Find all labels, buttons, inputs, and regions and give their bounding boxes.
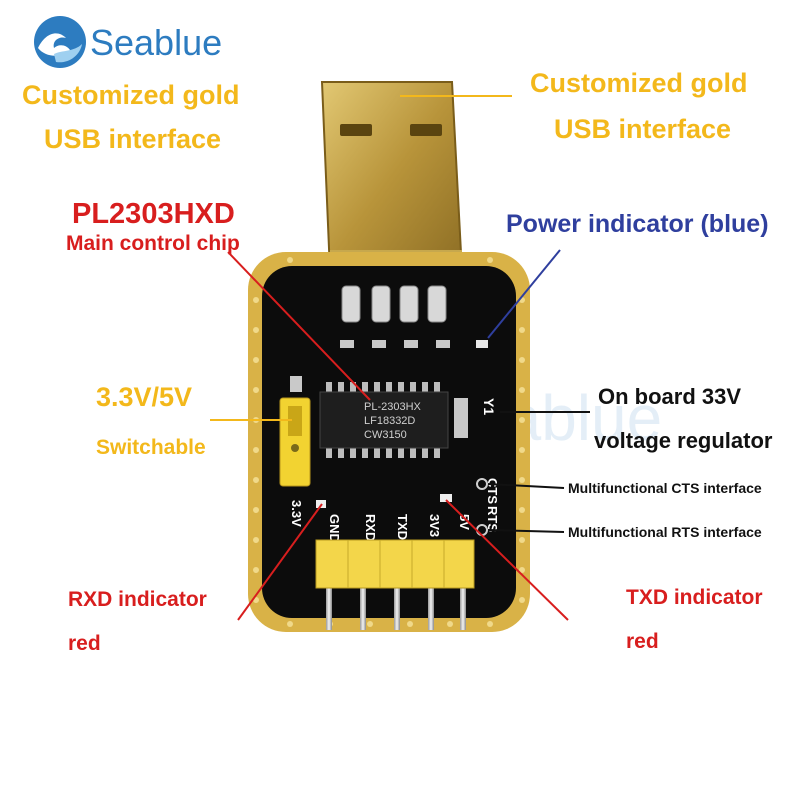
voltage-jumper	[279, 397, 311, 487]
rxd-label-line2: red	[68, 632, 101, 655]
usb-left-label-line2: USB interface	[44, 124, 222, 154]
chip-marking-1: PL-2303HX	[364, 401, 422, 413]
usb-plug	[320, 81, 464, 274]
rxd-label-line1: RXD indicator	[68, 588, 207, 611]
switch-label-line2: Switchable	[96, 436, 206, 459]
power-indicator-label: Power indicator (blue)	[506, 210, 769, 238]
pcb-board: PL-2303HX LF18332D CW3150 Y1 CTS RTS 3.3…	[248, 252, 530, 632]
txd-label-line2: red	[626, 630, 659, 653]
pin-label-5v: 5V	[457, 514, 472, 530]
regulator-label-line1: On board 33V	[598, 384, 742, 409]
jumper-silkscreen: 3.3V	[289, 500, 304, 527]
brand-name: Seablue	[90, 22, 223, 63]
pin-label-gnd: GND	[327, 514, 342, 543]
pin-label-3v3: 3V3	[427, 514, 442, 537]
callout-lines	[210, 95, 590, 621]
switch-label-line1: 3.3V/5V	[96, 382, 193, 412]
chip-title-label: PL2303HXD	[72, 198, 235, 230]
regulator-label-line2: voltage regulator	[594, 428, 773, 453]
pin-label-txd: TXD	[395, 514, 410, 540]
power-led	[476, 340, 488, 348]
usb-left-label-line1: Customized gold	[22, 80, 240, 110]
regulator-silkscreen: Y1	[481, 398, 497, 415]
cts-pad	[476, 478, 488, 490]
pin-header	[315, 539, 475, 630]
cts-label: Multifunctional CTS interface	[568, 480, 762, 496]
rts-label: Multifunctional RTS interface	[568, 524, 762, 540]
chip-marking-2: LF18332D	[364, 415, 415, 427]
usb-right-label-line1: Customized gold	[530, 68, 748, 98]
txd-label-line1: TXD indicator	[626, 586, 763, 609]
cts-silkscreen: CTS	[485, 478, 500, 504]
main-chip: PL-2303HX LF18332D CW3150	[319, 382, 449, 458]
wave-logo-icon	[34, 16, 86, 68]
pin-label-rxd: RXD	[363, 514, 378, 541]
seablue-logo: Seablue	[32, 14, 232, 74]
chip-marking-3: CW3150	[364, 429, 407, 441]
usb-right-label-line2: USB interface	[554, 114, 732, 144]
chip-subtitle-label: Main control chip	[66, 232, 240, 255]
txd-led	[440, 494, 452, 502]
rts-silkscreen: RTS	[485, 506, 500, 532]
